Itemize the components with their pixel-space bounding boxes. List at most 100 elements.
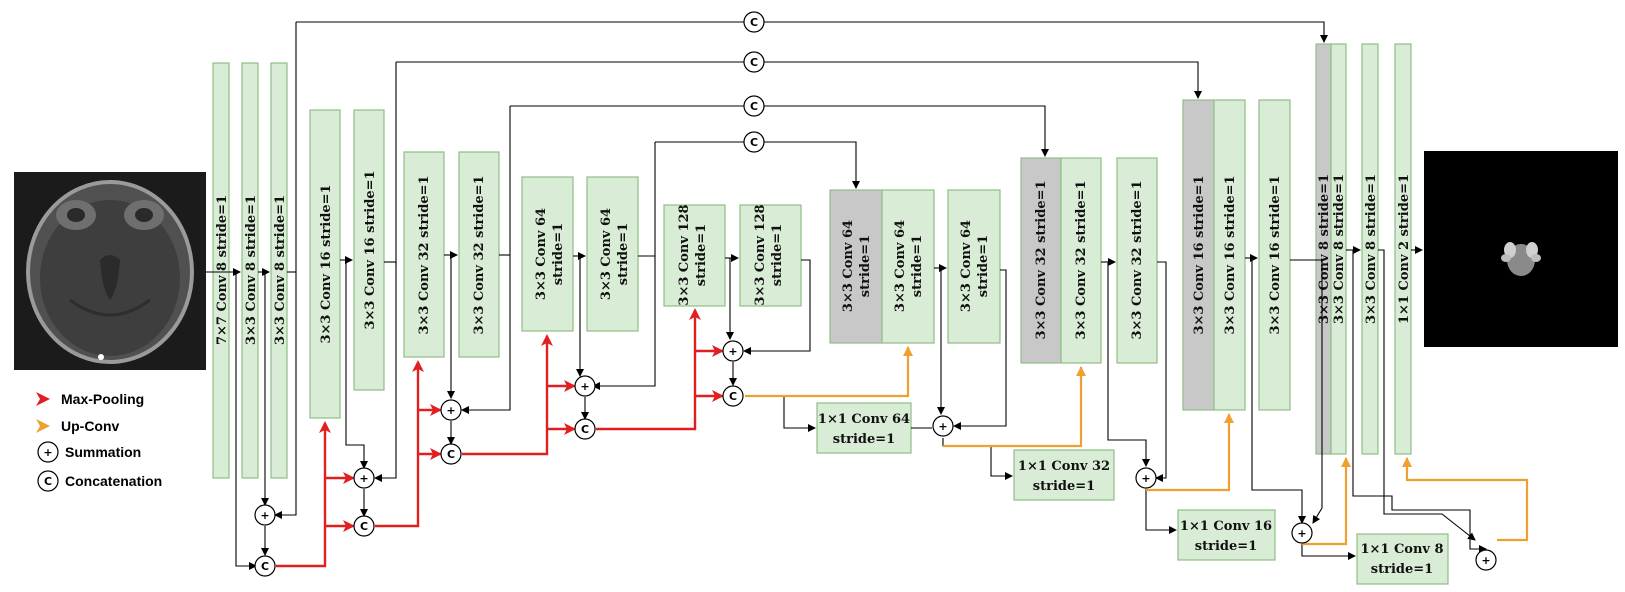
- concat-node: C: [722, 385, 744, 407]
- block-3x3-conv-8-gray: 3×3 Conv 8 stride=1: [1315, 43, 1332, 455]
- legend-concatenation: C Concatenation: [37, 470, 162, 492]
- block-label: stride=1: [551, 223, 566, 285]
- output-image: [1424, 151, 1618, 347]
- svg-text:+: +: [359, 472, 368, 485]
- up-conv-paths: [745, 346, 1529, 546]
- block-3x3-conv-16-c: 3×3 Conv 16 stride=1: [1213, 99, 1246, 411]
- svg-text:+: +: [446, 404, 455, 417]
- svg-text:+: +: [43, 446, 52, 459]
- block-3x3-conv-8-c: 3×3 Conv 8 stride=1: [1330, 43, 1347, 455]
- svg-text:C: C: [750, 56, 758, 69]
- block-label: stride=1: [858, 235, 873, 297]
- block-3x3-conv-64-gray: 3×3 Conv 64 stride=1: [829, 189, 883, 344]
- block-1x1-conv-32: 1×1 Conv 32 stride=1: [1013, 449, 1115, 501]
- block-3x3-conv-64-a: 3×3 Conv 64 stride=1: [521, 176, 574, 332]
- block-label: stride=1: [833, 432, 895, 447]
- block-label: 1×1 Conv 16: [1180, 519, 1272, 534]
- svg-text:C: C: [729, 390, 737, 403]
- block-3x3-conv-16-d: 3×3 Conv 16 stride=1: [1258, 99, 1291, 411]
- block-3x3-conv-16-gray: 3×3 Conv 16 stride=1: [1182, 99, 1215, 411]
- svg-text:+: +: [1297, 527, 1306, 540]
- concat-node: C: [254, 555, 276, 577]
- svg-text:C: C: [750, 100, 758, 113]
- block-label: 3×3 Conv 8 stride=1: [244, 195, 259, 345]
- block-3x3-conv-128-b: 3×3 Conv 128 stride=1: [739, 204, 802, 307]
- block-label: stride=1: [616, 223, 631, 285]
- svg-text:C: C: [447, 448, 455, 461]
- block-3x3-conv-32-c: 3×3 Conv 32 stride=1: [1060, 157, 1102, 364]
- svg-text:Up-Conv: Up-Conv: [61, 418, 120, 434]
- block-label: 3×3 Conv 16 stride=1: [1268, 175, 1283, 334]
- concat-node: C: [743, 131, 765, 153]
- block-label: 3×3 Conv 32 stride=1: [472, 175, 487, 334]
- block-3x3-conv-8-d: 3×3 Conv 8 stride=1: [1361, 43, 1379, 455]
- sum-node: +: [353, 467, 375, 489]
- legend: Max-Pooling Up-Conv + Summation C Concat…: [36, 391, 162, 492]
- sum-node: +: [1135, 467, 1157, 489]
- svg-text:+: +: [728, 345, 737, 358]
- block-label: 3×3 Conv 32 stride=1: [1034, 180, 1049, 339]
- block-label: stride=1: [1195, 539, 1257, 554]
- block-3x3-conv-32-a: 3×3 Conv 32 stride=1: [403, 151, 445, 358]
- block-label: 1×1 Conv 8: [1360, 542, 1443, 557]
- block-label: 3×3 Conv 64: [534, 208, 549, 300]
- block-label: 3×3 Conv 16 stride=1: [1192, 175, 1207, 334]
- block-3x3-conv-32-d: 3×3 Conv 32 stride=1: [1116, 157, 1158, 364]
- svg-text:+: +: [260, 509, 269, 522]
- block-label: 1×1 Conv 64: [818, 412, 910, 427]
- block-3x3-conv-32-gray: 3×3 Conv 32 stride=1: [1020, 157, 1062, 364]
- block-label: stride=1: [1371, 562, 1433, 577]
- block-label: 3×3 Conv 8 stride=1: [1332, 174, 1347, 324]
- block-label: stride=1: [694, 224, 709, 286]
- block-label: stride=1: [910, 235, 925, 297]
- block-1x1-conv-64: 1×1 Conv 64 stride=1: [816, 402, 912, 454]
- svg-text:C: C: [750, 136, 758, 149]
- svg-text:C: C: [750, 16, 758, 29]
- legend-up-conv: Up-Conv: [36, 418, 120, 434]
- concat-node: C: [743, 51, 765, 73]
- block-label: 3×3 Conv 8 stride=1: [273, 195, 288, 345]
- block-3x3-conv-64-c: 3×3 Conv 64 stride=1: [881, 189, 935, 344]
- block-label: 3×3 Conv 16 stride=1: [1223, 175, 1238, 334]
- concat-node: C: [743, 95, 765, 117]
- svg-text:Max-Pooling: Max-Pooling: [61, 391, 144, 407]
- block-label: 3×3 Conv 32 stride=1: [1074, 180, 1089, 339]
- block-label: stride=1: [770, 224, 785, 286]
- svg-text:C: C: [360, 520, 368, 533]
- block-label: stride=1: [1033, 479, 1095, 494]
- block-label: 3×3 Conv 16 stride=1: [363, 170, 378, 329]
- c-circle-icon: [37, 470, 59, 492]
- sum-node: +: [574, 375, 596, 397]
- svg-text:C: C: [581, 423, 589, 436]
- block-3x3-conv-8-b: 3×3 Conv 8 stride=1: [270, 62, 288, 479]
- svg-text:Concatenation: Concatenation: [65, 473, 162, 489]
- svg-text:+: +: [580, 380, 589, 393]
- sum-node: +: [254, 504, 276, 526]
- summation-nodes: + + + + + + + + +: [254, 340, 1497, 571]
- sum-node: +: [1475, 549, 1497, 571]
- block-3x3-conv-16-a: 3×3 Conv 16 stride=1: [309, 109, 341, 419]
- svg-text:+: +: [1481, 554, 1490, 567]
- decoder-lines: [911, 246, 1487, 560]
- svg-text:+: +: [938, 420, 947, 433]
- max-pooling-paths: [276, 308, 724, 568]
- sum-node: +: [1291, 522, 1313, 544]
- block-3x3-conv-16-b: 3×3 Conv 16 stride=1: [353, 109, 385, 391]
- block-3x3-conv-32-b: 3×3 Conv 32 stride=1: [458, 151, 500, 358]
- plus-circle-icon: [37, 441, 59, 463]
- block-label: 1×1 Conv 32: [1018, 459, 1110, 474]
- red-arrow-icon: [36, 392, 50, 406]
- block-label: 3×3 Conv 8 stride=1: [1364, 174, 1379, 324]
- svg-text:C: C: [261, 560, 269, 573]
- legend-max-pooling: Max-Pooling: [36, 391, 144, 407]
- encoder-lines: [206, 251, 816, 570]
- concat-node: C: [440, 443, 462, 465]
- block-label: 3×3 Conv 8 stride=1: [1317, 174, 1332, 324]
- skip-connections: [295, 21, 1328, 270]
- block-label: 3×3 Conv 16 stride=1: [319, 184, 334, 343]
- block-7x7-conv-8: 7×7 Conv 8 stride=1: [212, 62, 230, 479]
- concat-node: C: [353, 515, 375, 537]
- block-label: 3×3 Conv 64: [893, 220, 908, 312]
- sum-node: +: [932, 415, 954, 437]
